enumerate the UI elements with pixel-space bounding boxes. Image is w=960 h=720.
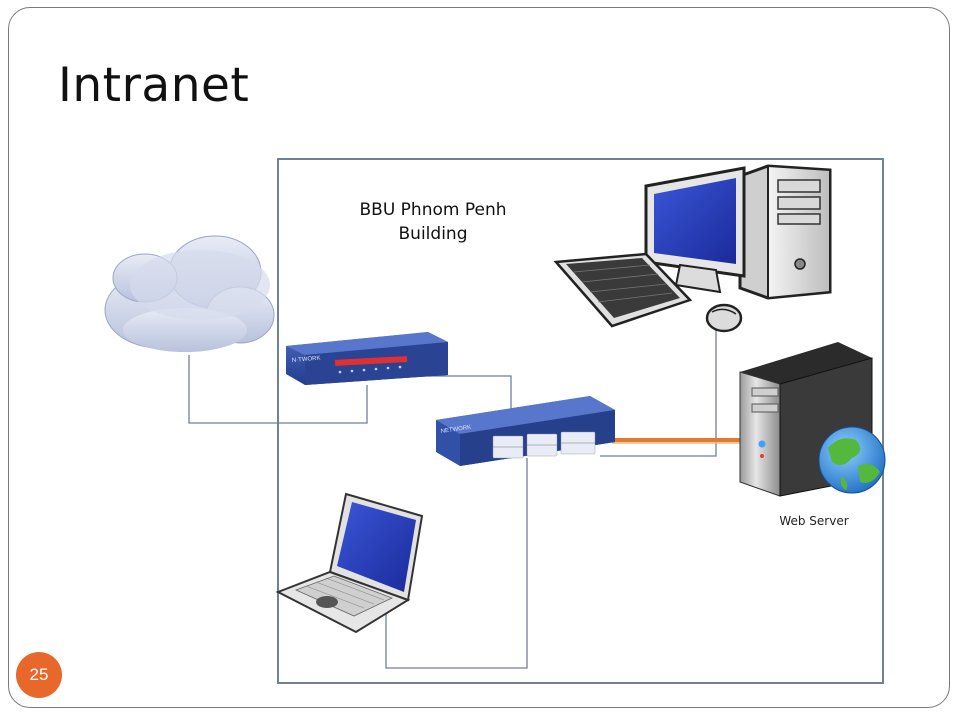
- slide-frame: [8, 7, 950, 708]
- building-label-line1: BBU Phnom Penh: [359, 200, 507, 220]
- link-router-to-switch: [420, 375, 512, 410]
- desktop-computer-icon: [553, 164, 832, 333]
- svg-text:N·TWORK: N·TWORK: [292, 356, 321, 364]
- router-icon: N·TWORK: [286, 332, 448, 385]
- building-label-line2: Building: [398, 224, 468, 244]
- globe-icon: [818, 426, 886, 494]
- svg-text:NETWORK: NETWORK: [440, 425, 471, 435]
- link-switch-to-desktop: [600, 330, 717, 457]
- page-number-badge: 25: [16, 652, 62, 698]
- building-label: BBU Phnom Penh Building: [333, 198, 533, 246]
- web-server-label: Web Server: [779, 514, 849, 528]
- laptop-icon: [275, 492, 424, 634]
- link-switch-to-server: [612, 438, 748, 444]
- link-cloud-to-router: [188, 355, 368, 424]
- switch-icon: NETWORK: [436, 396, 615, 466]
- slide-title: Intranet: [58, 58, 250, 113]
- internet-cloud-icon: [104, 235, 275, 352]
- link-switch-to-laptop: [385, 458, 528, 669]
- building-boundary: [277, 158, 884, 684]
